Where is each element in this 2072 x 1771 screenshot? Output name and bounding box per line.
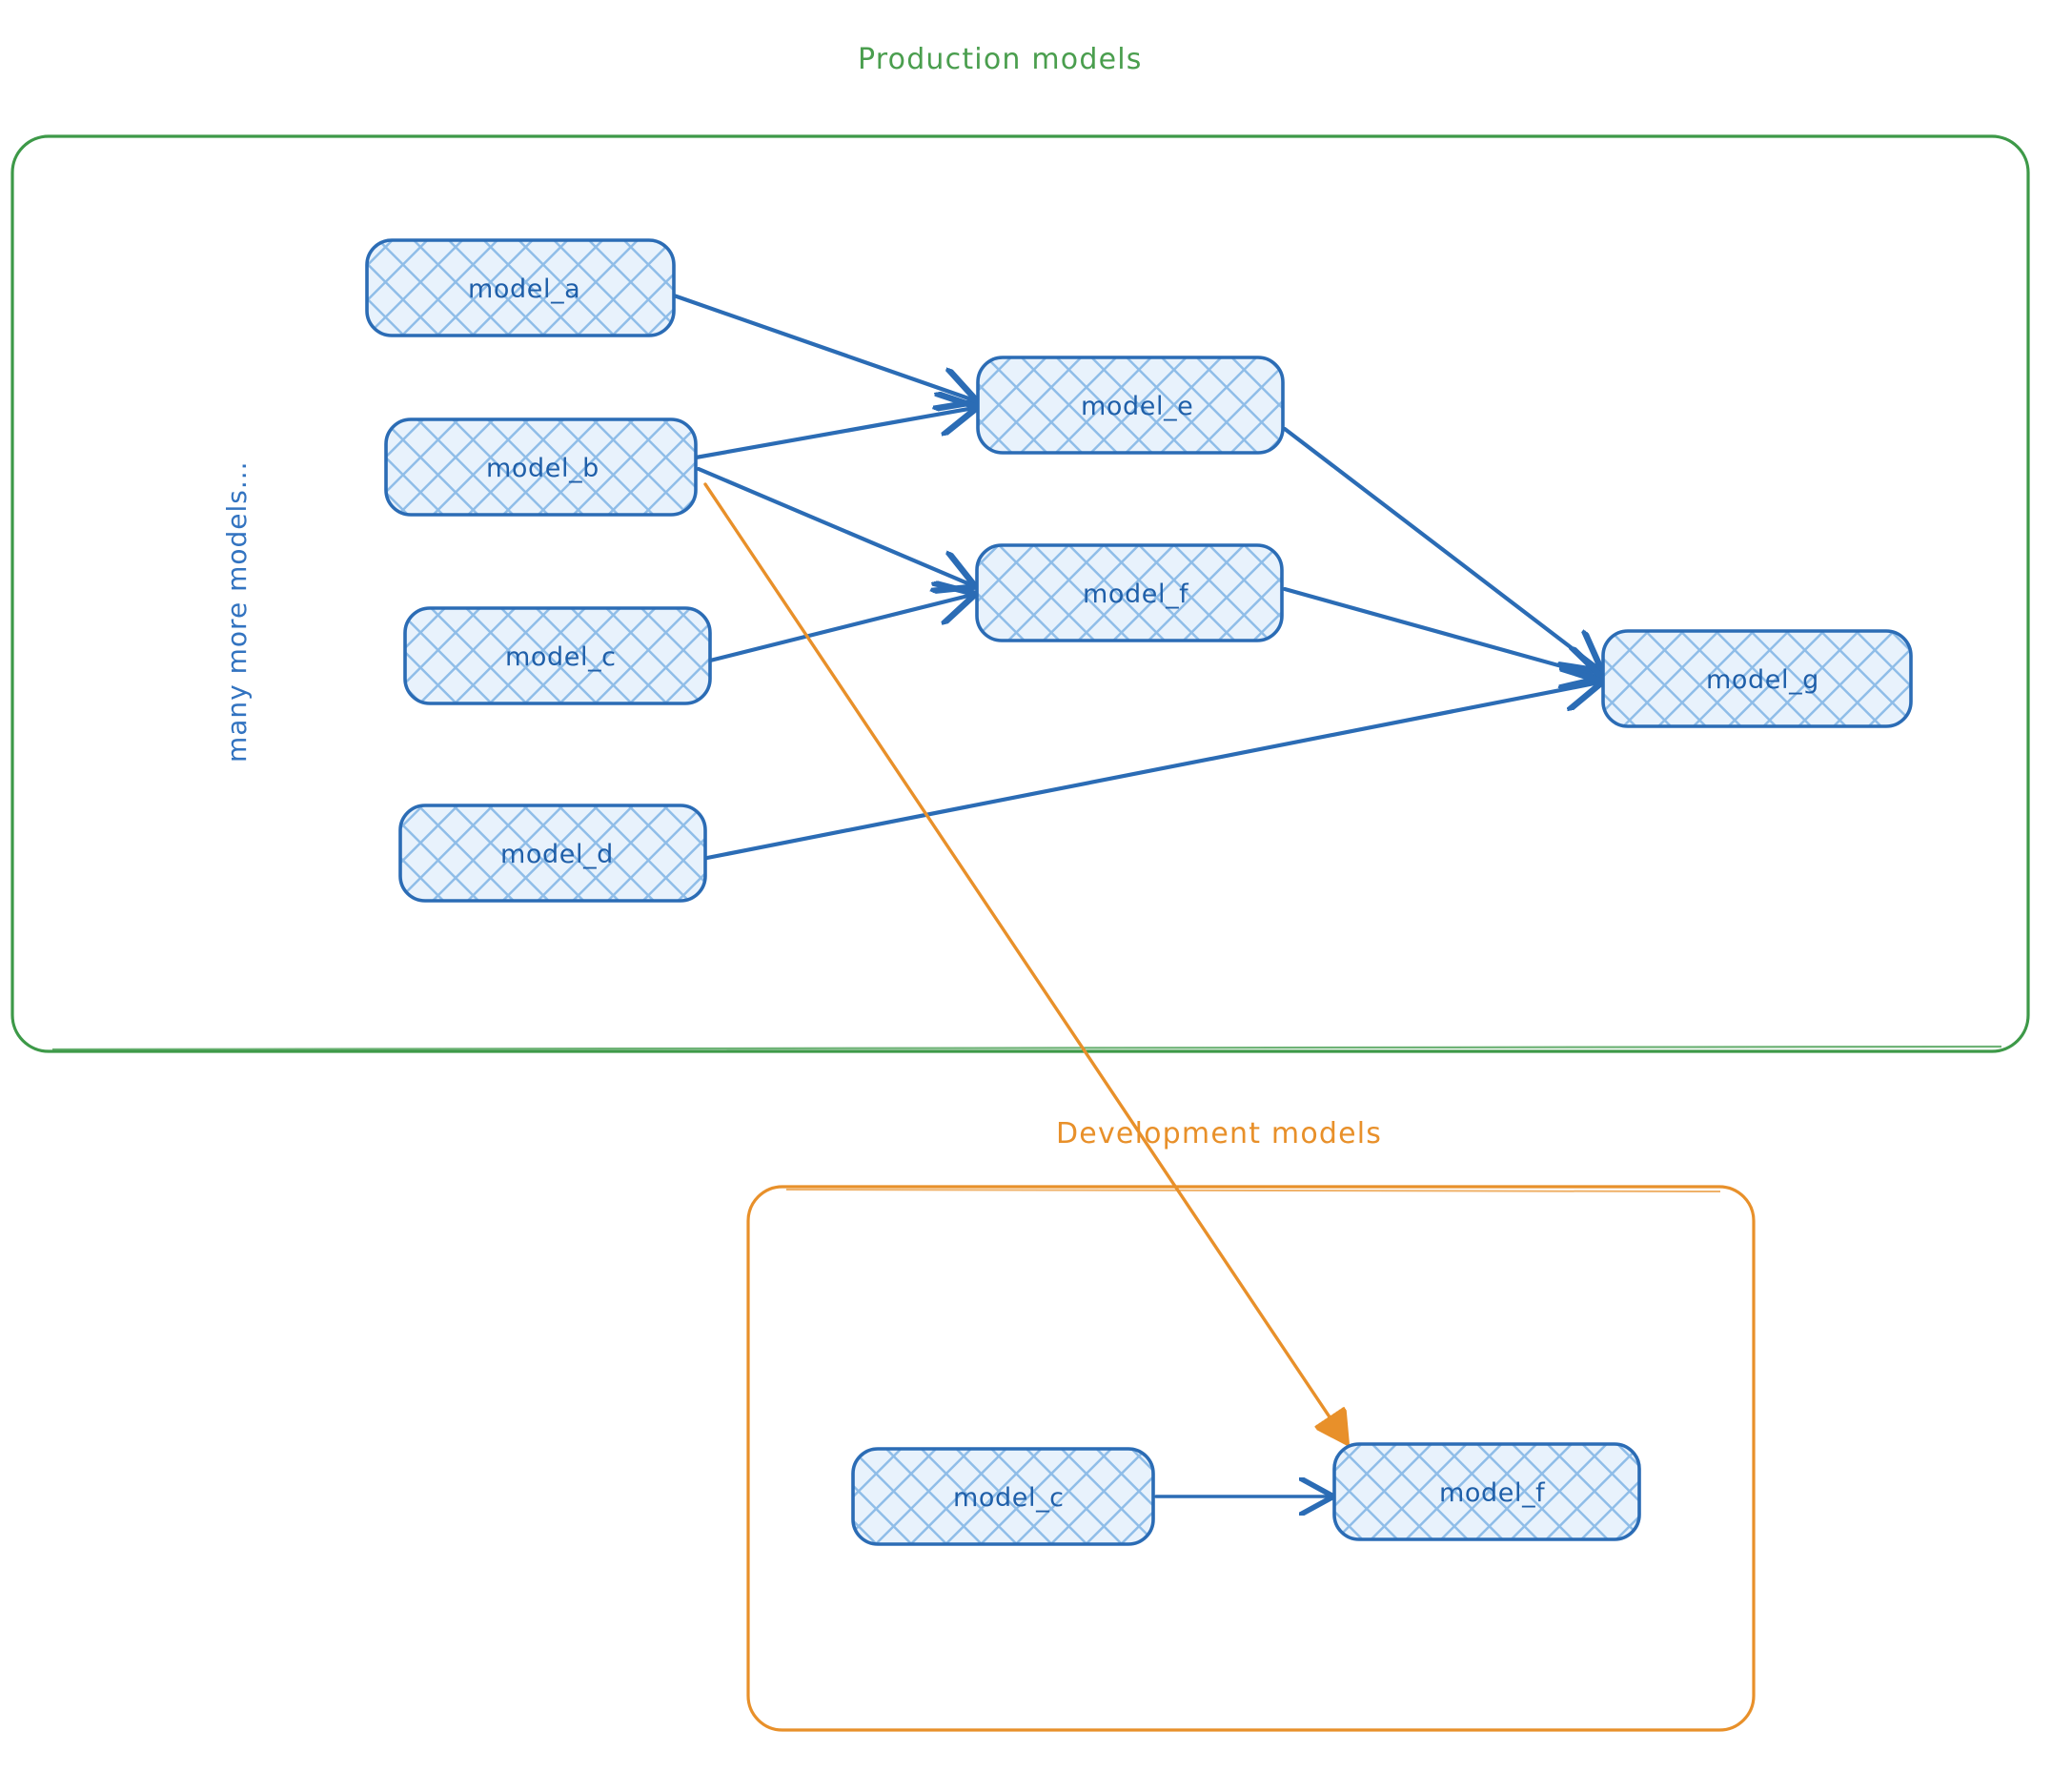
edge-e-to-g [1282,426,1599,669]
node-box-prod-model-b[interactable] [384,417,698,517]
node-box-prod-model-d[interactable] [398,804,707,903]
node-box-prod-model-c[interactable] [403,606,712,705]
node-box-dev-model-c[interactable] [851,1447,1155,1546]
edge-b-to-f [696,466,972,585]
edges-cross-group [703,482,1346,1441]
group-title-development: Development models [1056,1117,1383,1150]
edge-b-to-dev-f [703,482,1346,1441]
edge-b-to-e [693,408,974,460]
node-box-prod-model-e[interactable] [976,356,1285,455]
node-boxes [365,238,1913,1546]
side-note-many-more-models: many more models... [221,460,253,763]
edges-production [671,293,1599,861]
group-container-development [746,1185,1756,1732]
edge-a-to-e [671,293,974,400]
edge-d-to-g [704,682,1599,861]
group-title-production: Production models [858,43,1143,76]
node-box-prod-model-g[interactable] [1601,629,1913,728]
group-container-production [10,134,2030,1053]
node-box-dev-model-f[interactable] [1332,1442,1641,1541]
node-box-prod-model-f[interactable] [975,543,1284,642]
edge-c-to-f [707,595,972,663]
edge-f-to-g [1282,586,1599,677]
node-box-prod-model-a[interactable] [365,238,676,337]
